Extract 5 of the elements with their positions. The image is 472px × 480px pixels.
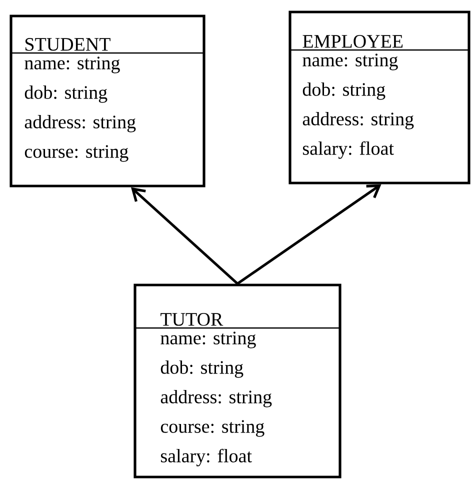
- class-box: TUTOR name: string dob: string address: string course: string salary: float: [134, 284, 342, 478]
- class-box: STUDENT name: string dob: string address: string course: string: [10, 14, 206, 188]
- arrow: [236, 184, 382, 285]
- arrow: [130, 187, 238, 285]
- class-box: EMPLOYEE name: string dob: string address: string salary: float: [288, 10, 470, 184]
